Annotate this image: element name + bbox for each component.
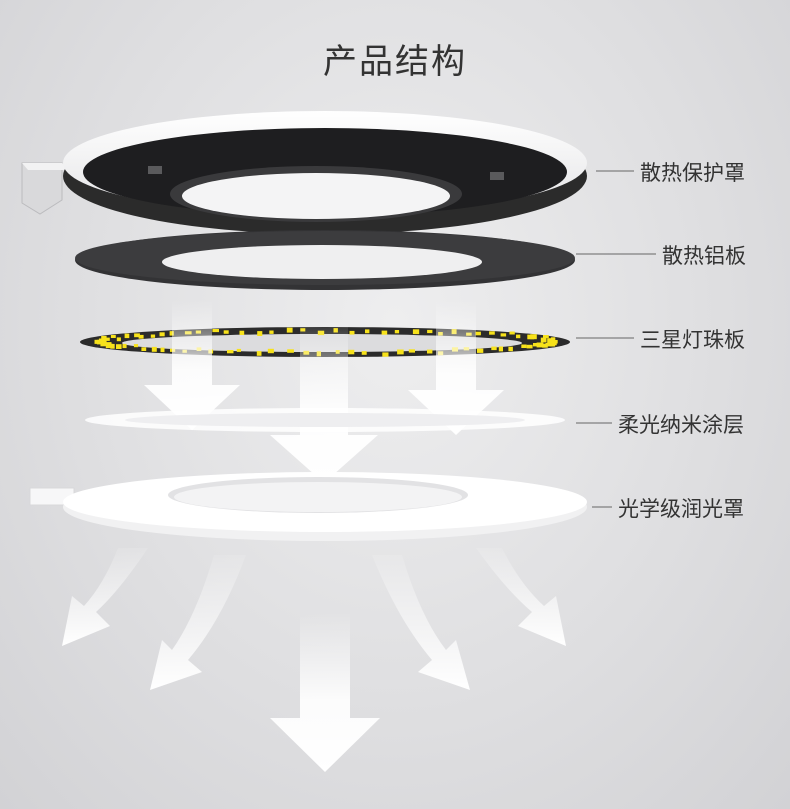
label-coating: 柔光纳米涂层 [618,413,744,437]
label-aluminum: 散热铝板 [662,244,746,268]
led-chip [530,334,537,340]
led-chip [533,343,540,347]
led-chip [287,349,294,353]
led-chip [348,349,355,355]
curved-arrow-icon [476,548,566,646]
led-chip [227,350,234,354]
led-chip [105,343,113,349]
curved-arrow-icon [372,555,470,690]
diffuser-ring [29,472,587,541]
page-title: 产品结构 [323,42,467,82]
curved-arrow-icon [150,555,246,690]
led-chip [257,331,263,336]
led-chip [269,330,274,334]
led-chip [100,340,107,346]
label-cover: 散热保护罩 [640,161,745,185]
led-chip [103,337,110,341]
led-chip [223,330,229,334]
led-chip [550,341,556,347]
down-arrow-icon [270,320,378,483]
led-chip [104,342,112,346]
led-chip [427,329,433,334]
led-chip [536,342,544,348]
led-chip [151,346,157,352]
led-chip [256,351,262,356]
down-arrow-icon [270,612,380,772]
led-chip [394,330,400,334]
led-chip [349,330,355,335]
led-chip [545,342,551,347]
led-chip [382,352,389,357]
led-chip [542,343,548,348]
led-chip [134,333,140,338]
leader-lines [576,170,656,508]
led-chip [508,346,513,352]
led-chip [548,338,555,344]
led-chip [361,351,367,355]
led-chip [412,329,420,335]
down-arrow-icon [408,300,504,435]
led-chip [133,344,139,348]
led-chip [212,329,219,333]
down-arrow-icon [144,300,240,430]
led-chip [543,335,549,339]
led-chip [150,334,156,338]
nano-coating [85,408,565,432]
cover-ring [21,111,587,234]
led-chip [160,347,165,353]
led-chip [498,346,503,352]
led-chip [138,334,144,339]
led-chip [477,348,484,353]
led-chip [381,330,388,335]
led-chip [516,334,521,339]
led-chip [475,331,481,336]
led-chip [169,331,174,336]
led-chip [500,333,507,337]
led-chip [286,327,293,333]
led-chip [267,348,274,354]
led-chip [159,332,165,337]
led-chip [397,349,404,355]
led-chip [489,331,495,335]
led-chip [124,333,130,339]
led-chip [491,346,497,351]
led-chip [427,349,433,354]
led-chip [526,344,533,349]
label-led: 三星灯珠板 [640,328,745,352]
led-chip [509,331,515,335]
aluminum-plate [75,230,575,290]
light-direction-arrows [144,300,504,483]
emission-arrows [62,548,566,772]
led-chip [122,343,127,349]
led-chip [521,344,527,348]
led-chip [239,330,245,335]
label-diffuser: 光学级润光罩 [618,497,744,521]
led-chip [236,348,241,352]
led-chip [116,337,121,342]
led-chip [550,337,556,341]
led-chip [110,335,116,338]
led-chip [408,349,415,353]
led-chip [365,329,370,334]
led-chip [116,344,122,349]
led-chip [141,347,147,351]
curved-arrow-icon [62,548,148,646]
led-chip [540,337,547,343]
